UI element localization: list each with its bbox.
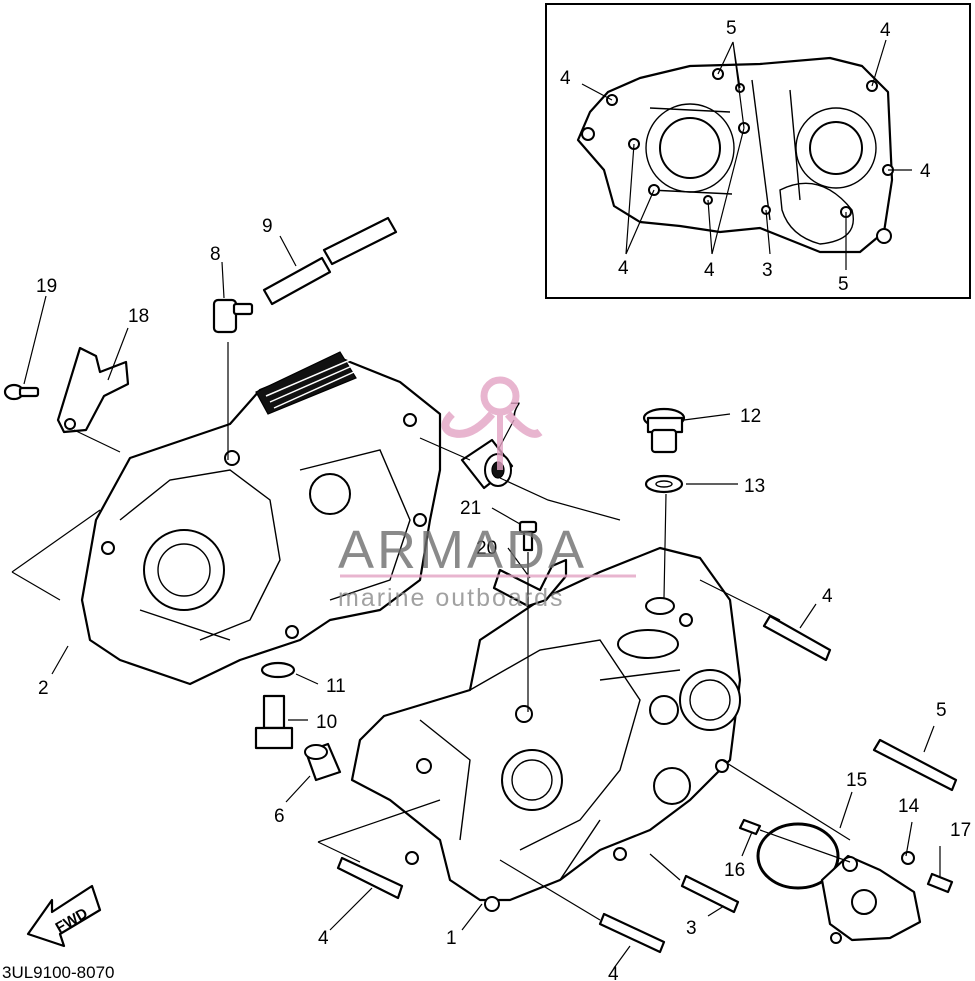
callout-12: 12 xyxy=(740,406,761,427)
inset-bearing-right xyxy=(809,121,863,175)
watermark-tagline: marine outboards xyxy=(338,584,565,612)
part-4-bolt xyxy=(336,856,404,900)
callout-13: 13 xyxy=(744,476,765,497)
inset-crankcase-outline xyxy=(576,56,894,254)
crankcase-right-boss xyxy=(649,695,679,725)
part-19-screw xyxy=(3,383,40,401)
callout-18: 18 xyxy=(128,306,149,327)
part-11-washer xyxy=(260,661,296,679)
diagram-code: 3UL9100-8070 xyxy=(2,963,114,981)
callout-17: 17 xyxy=(950,820,971,841)
callout-19: 19 xyxy=(36,276,57,297)
part-21-bolt xyxy=(518,520,538,552)
inset-callout: 5 xyxy=(726,18,737,39)
part-16-pin xyxy=(738,818,762,836)
callout-leaders xyxy=(23,235,941,969)
part-10-drain-bolt xyxy=(254,694,294,750)
crankcase-right-bolt-hole xyxy=(613,847,627,861)
callout-8: 8 xyxy=(210,244,221,265)
inset-web xyxy=(649,79,854,245)
inset-callout: 4 xyxy=(920,161,931,182)
inset-bearing-left xyxy=(659,117,721,179)
part-12-plug xyxy=(642,407,686,454)
crankcase-left-bolt-hole xyxy=(403,413,417,427)
crankcase-right-boss xyxy=(653,767,691,805)
callout-14: 14 xyxy=(898,796,920,817)
part-18-bracket-hole xyxy=(64,418,76,430)
part-5-bolt xyxy=(872,738,958,792)
crankcase-left-bolt-hole xyxy=(101,541,115,555)
crankcase-left-bolt-hole xyxy=(413,513,427,527)
inset-bolt-hole xyxy=(876,228,892,244)
callout-2: 2 xyxy=(38,678,49,699)
crankcase-right-bearing-lower xyxy=(501,749,563,811)
crankcase-left-bolt-hole xyxy=(224,450,240,466)
inset-callout: 4 xyxy=(560,68,571,89)
part-14-cover xyxy=(820,851,922,944)
watermark-brand: ARMADA xyxy=(338,520,587,580)
crankcase-right-bolt-hole xyxy=(679,613,693,627)
inset-callout: 4 xyxy=(880,20,891,41)
crankcase-right-bolt-hole xyxy=(405,851,419,865)
inset-leader-lines xyxy=(581,39,912,270)
crankcase-right-oil-port xyxy=(617,629,679,659)
watermark-logo-icon xyxy=(441,376,543,470)
part-6-collar xyxy=(304,742,342,782)
inset-callout: 5 xyxy=(838,274,849,295)
part-7-collar xyxy=(460,438,514,490)
crankcase-left-webs xyxy=(119,449,411,641)
inset-callout: 3 xyxy=(762,260,773,281)
crankcase-left-bearing xyxy=(143,529,225,611)
part-9-pin xyxy=(262,216,398,306)
part-4-bolt xyxy=(598,912,666,954)
crankcase-right-bolt-hole xyxy=(416,758,432,774)
crankcase-right-webs xyxy=(419,639,681,881)
crankcase-right-bearing-lower-inner xyxy=(511,759,553,801)
callout-11: 11 xyxy=(326,676,346,697)
callout-10: 10 xyxy=(316,712,337,733)
callout-20: 20 xyxy=(476,538,497,559)
callout-15: 15 xyxy=(846,770,867,791)
callout-3: 3 xyxy=(686,918,697,939)
part-13-washer-hole xyxy=(655,480,673,488)
crankcase-right xyxy=(350,546,742,912)
part-4-bolt xyxy=(762,614,832,662)
callout-6: 6 xyxy=(274,806,285,827)
crankcase-right-bearing-upper-inner xyxy=(689,679,731,721)
callout-9: 9 xyxy=(262,216,273,237)
callout-4-left: 4 xyxy=(318,928,329,949)
crankcase-right-bolt-hole xyxy=(715,759,729,773)
assembly-lines xyxy=(11,342,851,921)
inset-callout: 4 xyxy=(704,260,715,281)
crankcase-left-bearing-inner xyxy=(157,543,211,597)
crankcase-left xyxy=(80,351,442,686)
crankcase-right-bearing-upper xyxy=(679,669,741,731)
inset-bearing-right-rim xyxy=(795,107,877,189)
callout-21: 21 xyxy=(460,498,481,519)
part-15-o-ring xyxy=(756,822,840,890)
callout-5: 5 xyxy=(936,700,947,721)
callout-1: 1 xyxy=(446,928,457,949)
callout-7: 7 xyxy=(510,400,521,421)
callout-4-top: 4 xyxy=(822,586,833,607)
crankcase-right-cap-seat xyxy=(645,597,675,615)
part-3-bolt xyxy=(680,874,740,914)
crankcase-left-boss xyxy=(309,473,351,515)
part-13-washer xyxy=(644,474,684,494)
callout-4-bottom: 4 xyxy=(608,964,619,981)
crankcase-right-bolt-hole xyxy=(515,705,533,723)
callout-16: 16 xyxy=(724,860,745,881)
watermark: ARMADA marine outboards xyxy=(338,376,636,612)
part-8-fitting xyxy=(212,298,254,334)
inset-callout: 4 xyxy=(618,258,629,279)
crankcase-left-bolt-hole xyxy=(285,625,299,639)
crankcase-left-fin-lines xyxy=(265,359,355,409)
crankcase-right-bolt-hole xyxy=(484,896,500,912)
fwd-arrow: FWD xyxy=(26,884,102,948)
inset-detail: 5 4 4 4 4 4 3 5 xyxy=(545,3,971,299)
part-17-screw xyxy=(926,872,954,894)
inset-bolt-hole xyxy=(581,127,595,141)
